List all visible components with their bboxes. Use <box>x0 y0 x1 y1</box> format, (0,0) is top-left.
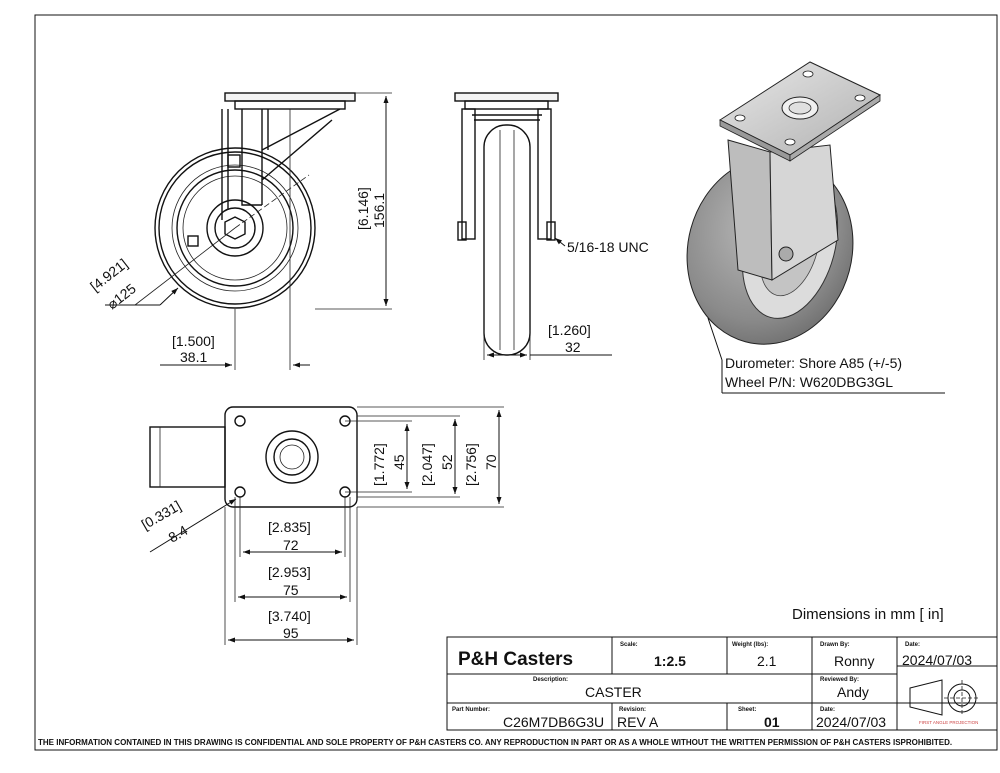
scale-label: Scale: <box>620 642 638 648</box>
dim-plate-h3-in: [2.756] <box>463 443 479 486</box>
part-number-value: C26M7DB6G3U <box>503 714 604 730</box>
date-value: 2024/07/03 <box>902 652 972 668</box>
dim-plate-w1-mm: 72 <box>283 537 299 553</box>
top-view <box>149 406 504 645</box>
projection-caption: FIRST ANGLE PROJECTION <box>919 720 978 725</box>
description-value: CASTER <box>585 684 642 700</box>
revision-value: REV A <box>617 714 659 730</box>
date2-label: Date: <box>820 707 835 713</box>
confidential-notice: THE INFORMATION CONTAINED IN THIS DRAWIN… <box>38 738 952 747</box>
bolt-thread-label: 5/16-18 UNC <box>567 239 649 255</box>
date-label: Date: <box>905 642 920 648</box>
dim-plate-h2-in: [2.047] <box>419 443 435 486</box>
dim-width-in: [1.260] <box>548 322 591 338</box>
dim-width-mm: 32 <box>565 339 581 355</box>
dim-plate-w3-in: [3.740] <box>268 608 311 624</box>
dim-height-in: [6.146] <box>355 187 371 230</box>
dim-plate-w1-in: [2.835] <box>268 519 311 535</box>
drawn-by-value: Ronny <box>834 653 874 669</box>
sheet-label: Sheet: <box>738 707 756 713</box>
sheet-border <box>34 14 998 751</box>
side-view <box>454 92 612 360</box>
company-name: P&H Casters <box>458 649 573 670</box>
isometric-view <box>686 61 945 394</box>
title-block <box>446 636 998 731</box>
dim-plate-h3-mm: 70 <box>483 454 499 470</box>
weight-value: 2.1 <box>757 653 777 669</box>
dim-height-mm: 156.1 <box>371 193 387 228</box>
scale-value: 1:2.5 <box>654 653 686 669</box>
dim-plate-h2-mm: 52 <box>439 454 455 470</box>
dim-plate-w2-mm: 75 <box>283 582 299 598</box>
dim-hole-mm: 8.4 <box>166 522 191 546</box>
front-view <box>105 92 392 370</box>
note-durometer: Durometer: Shore A85 (+/-5) <box>725 355 902 371</box>
revision-label: Revision: <box>619 707 646 713</box>
units-note: Dimensions in mm [ in] <box>792 606 944 623</box>
dim-offset-in: [1.500] <box>172 333 215 349</box>
dim-offset-mm: 38.1 <box>180 349 207 365</box>
dim-wheel-dia-mm: ⌀125 <box>104 280 139 312</box>
dim-plate-w2-in: [2.953] <box>268 564 311 580</box>
date2-value: 2024/07/03 <box>816 714 886 730</box>
dim-plate-h1-in: [1.772] <box>371 443 387 486</box>
dim-plate-h1-mm: 45 <box>391 454 407 470</box>
drawn-by-label: Drawn By: <box>820 642 850 648</box>
part-number-label: Part Number: <box>452 707 490 713</box>
reviewed-by-value: Andy <box>837 684 869 700</box>
projection-symbol-icon <box>909 679 980 716</box>
description-label: Description: <box>533 677 568 683</box>
dim-plate-w3-mm: 95 <box>283 625 299 641</box>
weight-label: Weight (lbs): <box>732 642 768 648</box>
sheet-value: 01 <box>764 714 780 730</box>
reviewed-by-label: Reviewed By: <box>820 677 859 683</box>
note-wheel-pn: Wheel P/N: W620DBG3GL <box>725 374 893 390</box>
